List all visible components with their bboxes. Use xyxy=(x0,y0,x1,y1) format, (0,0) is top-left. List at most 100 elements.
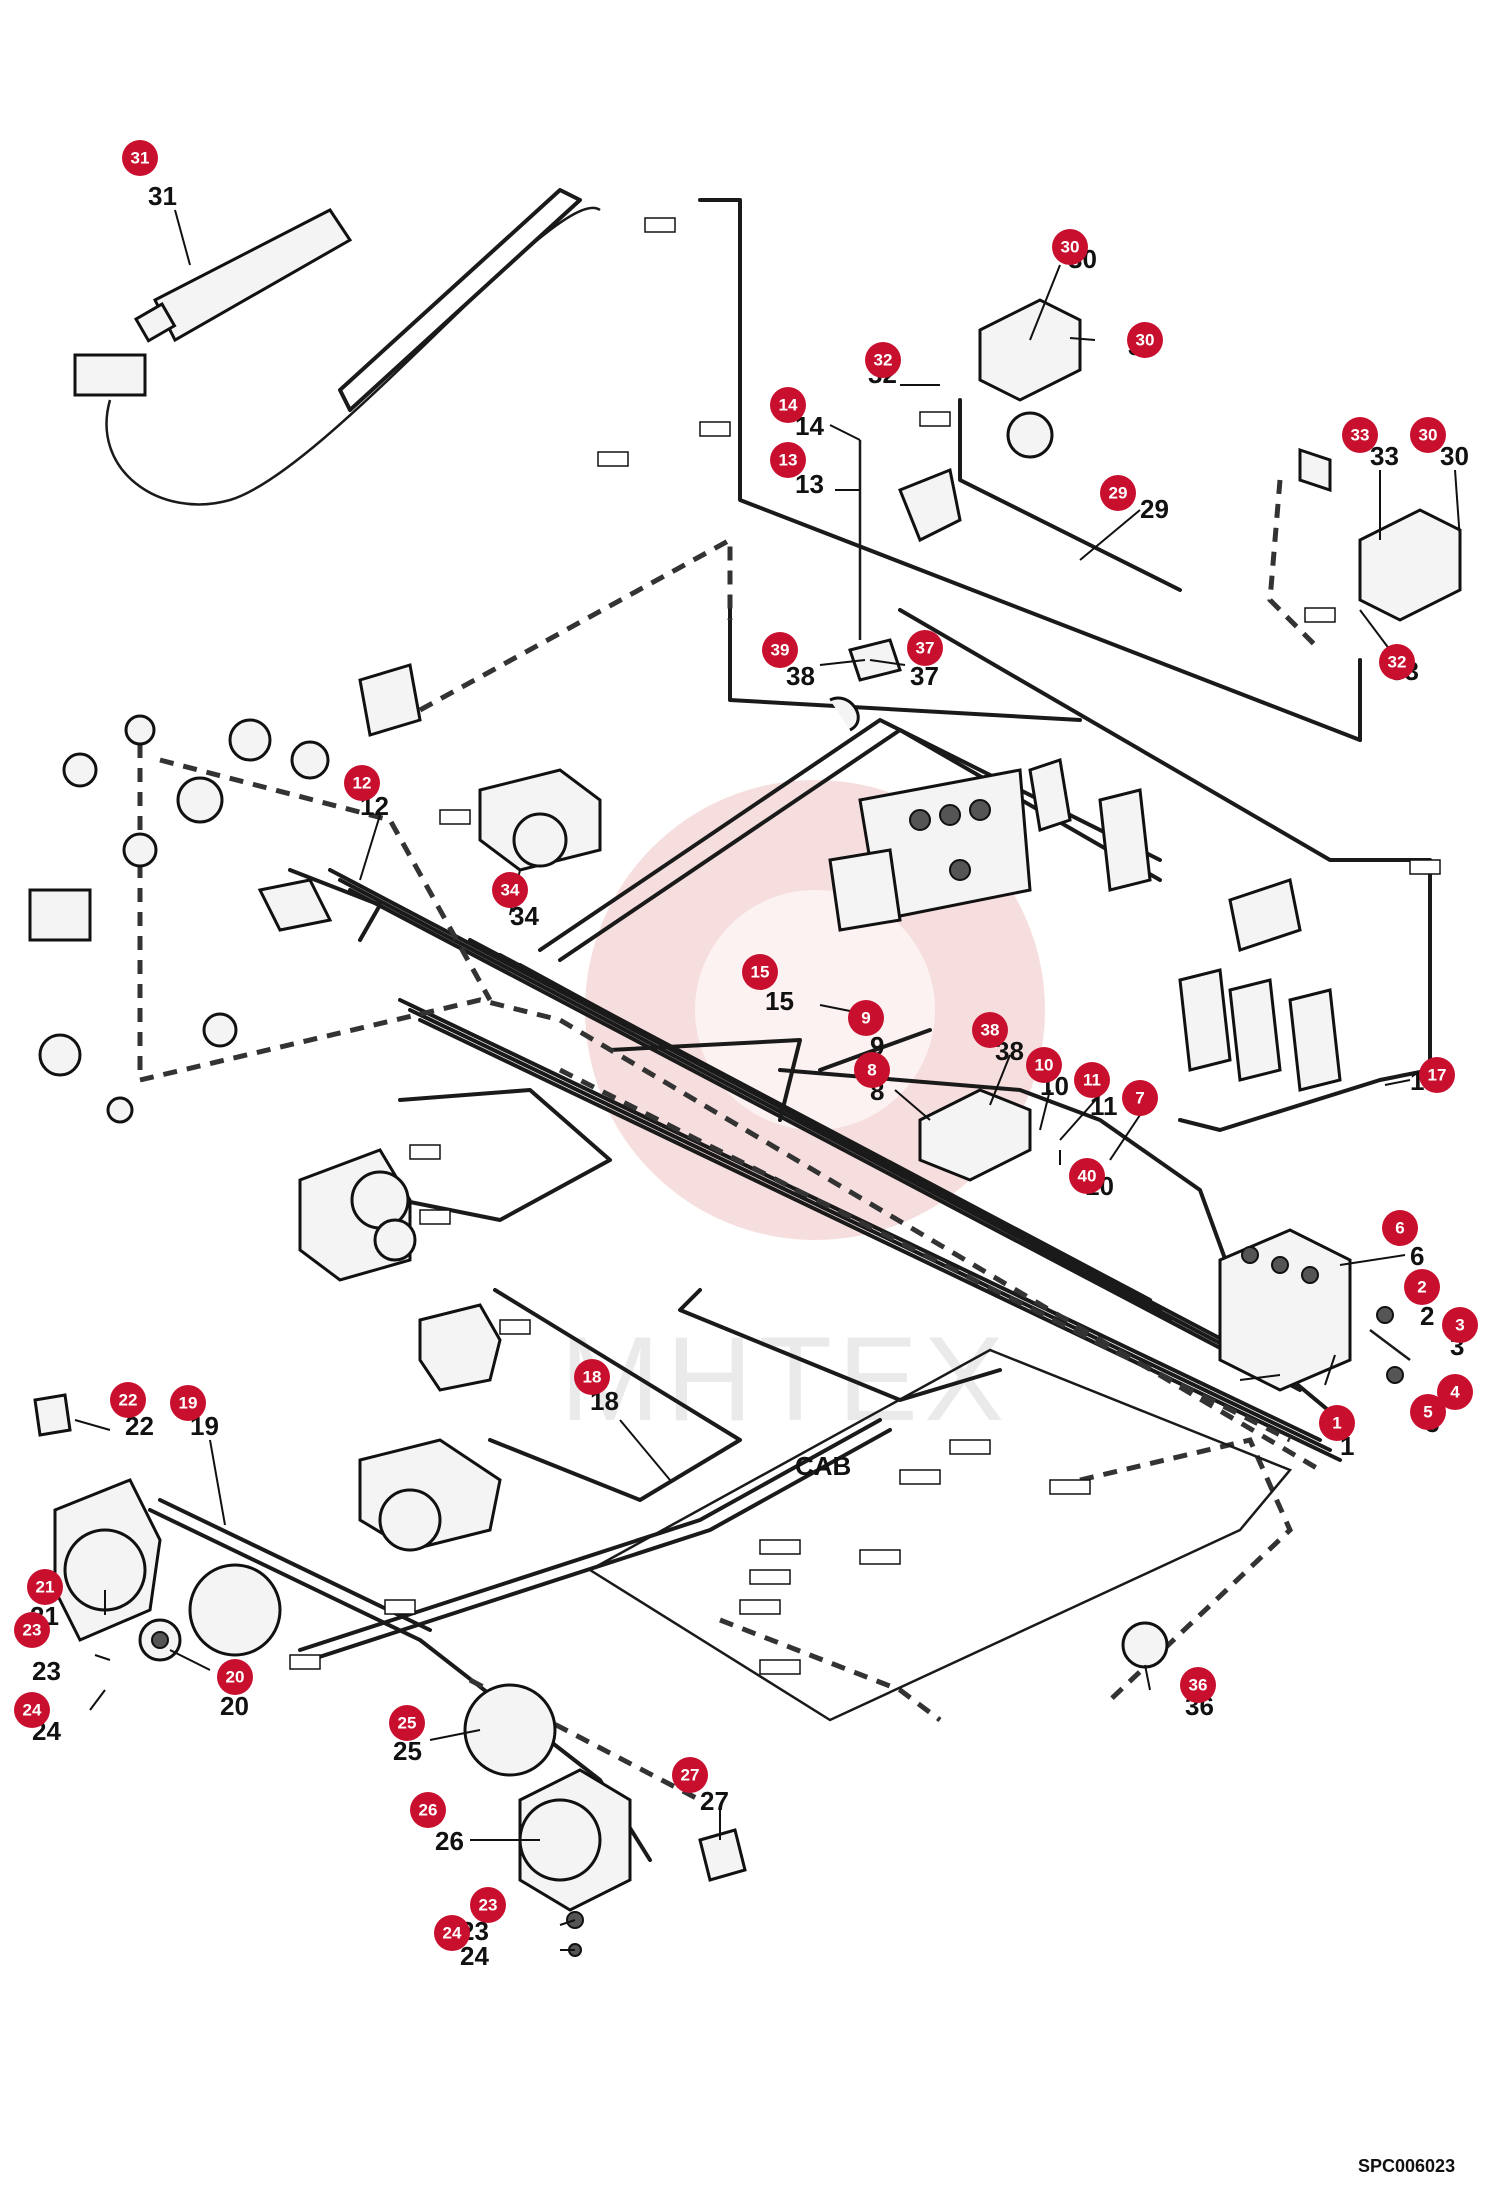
svg-text:38: 38 xyxy=(981,1021,1000,1040)
svg-text:20: 20 xyxy=(226,1668,245,1687)
badge-23-b[interactable]: 23 xyxy=(470,1887,506,1923)
badge-26[interactable]: 26 xyxy=(410,1792,446,1828)
badge-34[interactable]: 34 xyxy=(492,872,528,908)
callout-badges: 31 30 30 32 14 13 29 33 30 32 39 37 12 3… xyxy=(14,140,1478,1951)
svg-text:1: 1 xyxy=(1332,1414,1341,1433)
sensor-switch xyxy=(829,440,962,732)
svg-text:13: 13 xyxy=(779,451,798,470)
badge-32-a[interactable]: 32 xyxy=(865,342,901,378)
components xyxy=(28,188,1462,1957)
badge-17[interactable]: 17 xyxy=(1419,1057,1455,1093)
svg-text:32: 32 xyxy=(874,351,893,370)
badge-1[interactable]: 1 xyxy=(1319,1405,1355,1441)
badge-25[interactable]: 25 xyxy=(389,1705,425,1741)
cab-area: CAB xyxy=(587,1348,1293,1722)
badge-11[interactable]: 11 xyxy=(1074,1062,1110,1098)
badge-40[interactable]: 40 xyxy=(1069,1158,1105,1194)
valve-34 xyxy=(478,768,602,872)
badge-19[interactable]: 19 xyxy=(170,1385,206,1421)
svg-text:7: 7 xyxy=(1135,1089,1144,1108)
badge-29[interactable]: 30 xyxy=(1052,229,1088,265)
svg-text:10: 10 xyxy=(1035,1056,1054,1075)
svg-text:17: 17 xyxy=(1428,1066,1447,1085)
number-31: 31 xyxy=(148,181,177,211)
svg-text:4: 4 xyxy=(1450,1383,1460,1402)
svg-text:2: 2 xyxy=(1417,1278,1426,1297)
svg-text:21: 21 xyxy=(36,1578,55,1597)
watermark-text: MHTEX xyxy=(560,1312,1010,1446)
svg-text:3: 3 xyxy=(1455,1316,1464,1335)
badge-8[interactable]: 8 xyxy=(854,1052,890,1088)
badge-9[interactable]: 9 xyxy=(848,1000,884,1036)
svg-text:24: 24 xyxy=(23,1701,42,1720)
badge-18[interactable]: 18 xyxy=(574,1359,610,1395)
svg-text:23: 23 xyxy=(23,1621,42,1640)
badge-20[interactable]: 20 xyxy=(217,1659,253,1695)
badge-24-a[interactable]: 24 xyxy=(14,1692,50,1728)
dashed-harness xyxy=(137,479,1322,1803)
badge-32-b[interactable]: 32 xyxy=(1379,644,1415,680)
badge-5[interactable]: 5 xyxy=(1410,1394,1446,1430)
number-13: 13 xyxy=(795,469,824,499)
badge-14[interactable]: 14 xyxy=(770,387,806,423)
number-25: 25 xyxy=(393,1736,422,1766)
svg-text:24: 24 xyxy=(443,1924,462,1943)
badge-38[interactable]: 38 xyxy=(972,1012,1008,1048)
control-box-29 xyxy=(978,298,1082,459)
svg-text:27: 27 xyxy=(681,1766,700,1785)
badge-15[interactable]: 15 xyxy=(742,954,778,990)
badge-28[interactable]: 29 xyxy=(1100,475,1136,511)
badge-37[interactable]: 37 xyxy=(907,630,943,666)
svg-text:8: 8 xyxy=(867,1061,876,1080)
svg-text:19: 19 xyxy=(179,1394,198,1413)
badge-36[interactable]: 36 xyxy=(1180,1667,1216,1703)
badge-6[interactable]: 6 xyxy=(1382,1210,1418,1246)
leader-lines xyxy=(74,209,1461,1951)
cab-connectors xyxy=(739,1439,1091,1675)
svg-text:30: 30 xyxy=(1061,238,1080,257)
badge-13[interactable]: 13 xyxy=(770,442,806,478)
number-33: 33 xyxy=(1370,441,1399,471)
badge-4[interactable]: 4 xyxy=(1437,1374,1473,1410)
svg-text:30: 30 xyxy=(1419,426,1438,445)
svg-text:15: 15 xyxy=(751,963,770,982)
badge-10[interactable]: 10 xyxy=(1026,1047,1062,1083)
svg-text:18: 18 xyxy=(583,1368,602,1387)
badge-7[interactable]: 7 xyxy=(1122,1080,1158,1116)
motor-left xyxy=(33,1393,282,1662)
badge-2[interactable]: 2 xyxy=(1404,1269,1440,1305)
hydraulic-components-left xyxy=(28,663,422,1124)
svg-text:31: 31 xyxy=(131,149,150,168)
svg-text:23: 23 xyxy=(479,1896,498,1915)
badge-31[interactable]: 31 xyxy=(122,140,158,176)
badge-23-a[interactable]: 23 xyxy=(14,1612,50,1648)
badge-33[interactable]: 33 xyxy=(1342,417,1378,453)
svg-text:25: 25 xyxy=(398,1714,417,1733)
svg-text:14: 14 xyxy=(779,396,798,415)
engine-parts-mid xyxy=(358,1303,502,1552)
number-23-a: 23 xyxy=(32,1656,61,1686)
svg-text:40: 40 xyxy=(1078,1167,1097,1186)
number-6: 6 xyxy=(1410,1241,1424,1271)
svg-text:5: 5 xyxy=(1423,1403,1432,1422)
badge-3[interactable]: 3 xyxy=(1442,1307,1478,1343)
badge-39[interactable]: 39 xyxy=(762,632,798,668)
number-26: 26 xyxy=(435,1826,464,1856)
badge-24-b[interactable]: 24 xyxy=(434,1915,470,1951)
svg-text:26: 26 xyxy=(419,1801,438,1820)
battery xyxy=(1218,1228,1411,1392)
drawing-code: SPC006023 xyxy=(1358,2156,1455,2176)
connector-36-part xyxy=(1121,1621,1169,1669)
badge-30-b[interactable]: 30 xyxy=(1410,417,1446,453)
badge-12[interactable]: 12 xyxy=(344,765,380,801)
svg-text:33: 33 xyxy=(1351,426,1370,445)
number-37: 37 xyxy=(910,661,939,691)
number-15: 15 xyxy=(765,986,794,1016)
badge-27[interactable]: 27 xyxy=(672,1757,708,1793)
module-38 xyxy=(918,1088,1032,1182)
badge-30-a[interactable]: 30 xyxy=(1127,322,1163,358)
svg-text:32: 32 xyxy=(1388,653,1407,672)
badge-21[interactable]: 21 xyxy=(27,1569,63,1605)
badge-22[interactable]: 22 xyxy=(110,1382,146,1418)
svg-text:37: 37 xyxy=(916,639,935,658)
